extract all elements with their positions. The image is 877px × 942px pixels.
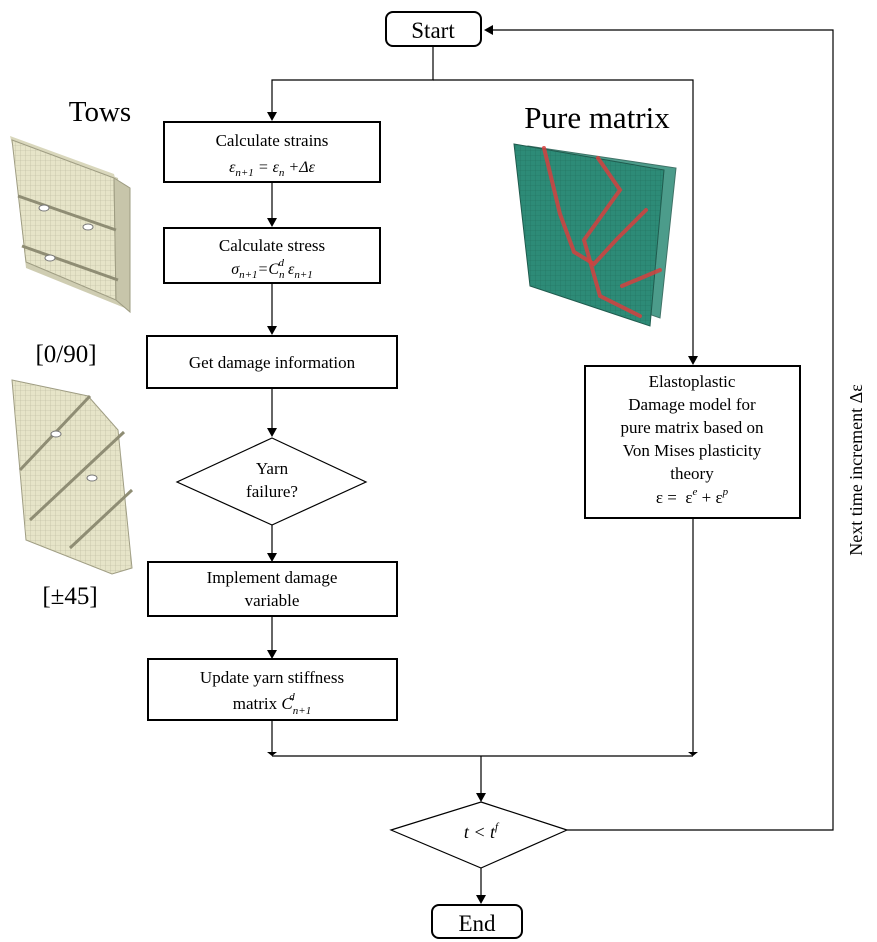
arrowhead [688, 752, 698, 756]
calculate-strains-title: Calculate strains [216, 131, 329, 150]
elastoplastic-equation: ε = εe + εp [656, 486, 729, 507]
elastoplastic-line1: Elastoplastic [649, 372, 736, 391]
pure-matrix-mesh-image [513, 143, 677, 327]
edge-start-to-elastoplastic [433, 79, 694, 356]
arrowhead [267, 428, 277, 437]
arrowhead [688, 356, 698, 365]
damage-information-box: Get damage information [146, 335, 398, 389]
tows-label: Tows [69, 96, 131, 128]
layup-pm45-label: [±45] [42, 583, 97, 610]
start-node: Start [385, 11, 482, 47]
connectors [267, 25, 834, 904]
arrowhead [476, 895, 486, 904]
damage-information-label: Get damage information [189, 353, 356, 372]
arrowhead [267, 650, 277, 659]
implement-damage-line2: variable [245, 591, 300, 610]
elastoplastic-line4: Von Mises plasticity [623, 441, 762, 460]
end-node: End [431, 904, 523, 939]
tows-pm45-mesh-image [11, 379, 134, 575]
arrowhead [267, 752, 277, 756]
elastoplastic-box: Elastoplastic Damage model for pure matr… [584, 365, 801, 519]
edge-start-to-strains [271, 46, 434, 112]
arrowhead [267, 553, 277, 562]
edge-loop-back [493, 29, 834, 831]
yarn-failure-line1: Yarn [256, 459, 289, 478]
arrowhead [267, 326, 277, 335]
elastoplastic-line2: Damage model for [628, 395, 756, 414]
arrowhead [484, 25, 493, 35]
update-stiffness-line1: Update yarn stiffness [200, 668, 344, 687]
update-stiffness-box: Update yarn stiffness matrix Cn+1d [147, 658, 398, 721]
implement-damage-line1: Implement damage [207, 568, 338, 587]
pure-matrix-label: Pure matrix [524, 100, 670, 135]
start-label: Start [411, 18, 455, 43]
layup-0-90-label: [0/90] [35, 341, 96, 368]
tows-0-90-mesh-image [10, 136, 131, 314]
elastoplastic-line3: pure matrix based on [620, 418, 764, 437]
calculate-strains-box: Calculate strains εn+1 = εn +Δε [163, 121, 381, 183]
implement-damage-box: Implement damage variable [147, 561, 398, 617]
time-check-label: t < tf [464, 821, 500, 842]
arrowhead [267, 112, 277, 121]
arrowhead [476, 793, 486, 802]
elastoplastic-line5: theory [670, 464, 714, 483]
calculate-stress-box: Calculate stress σn+1=Cnd εn+1 [163, 227, 381, 284]
loop-label: Next time increment Δε [846, 384, 866, 556]
calculate-stress-title: Calculate stress [219, 236, 325, 255]
time-check-decision: t < tf [389, 801, 569, 869]
yarn-failure-line2: failure? [246, 482, 298, 501]
end-label: End [458, 911, 496, 936]
arrowhead [267, 218, 277, 227]
yarn-failure-decision: Yarn failure? [175, 437, 368, 526]
